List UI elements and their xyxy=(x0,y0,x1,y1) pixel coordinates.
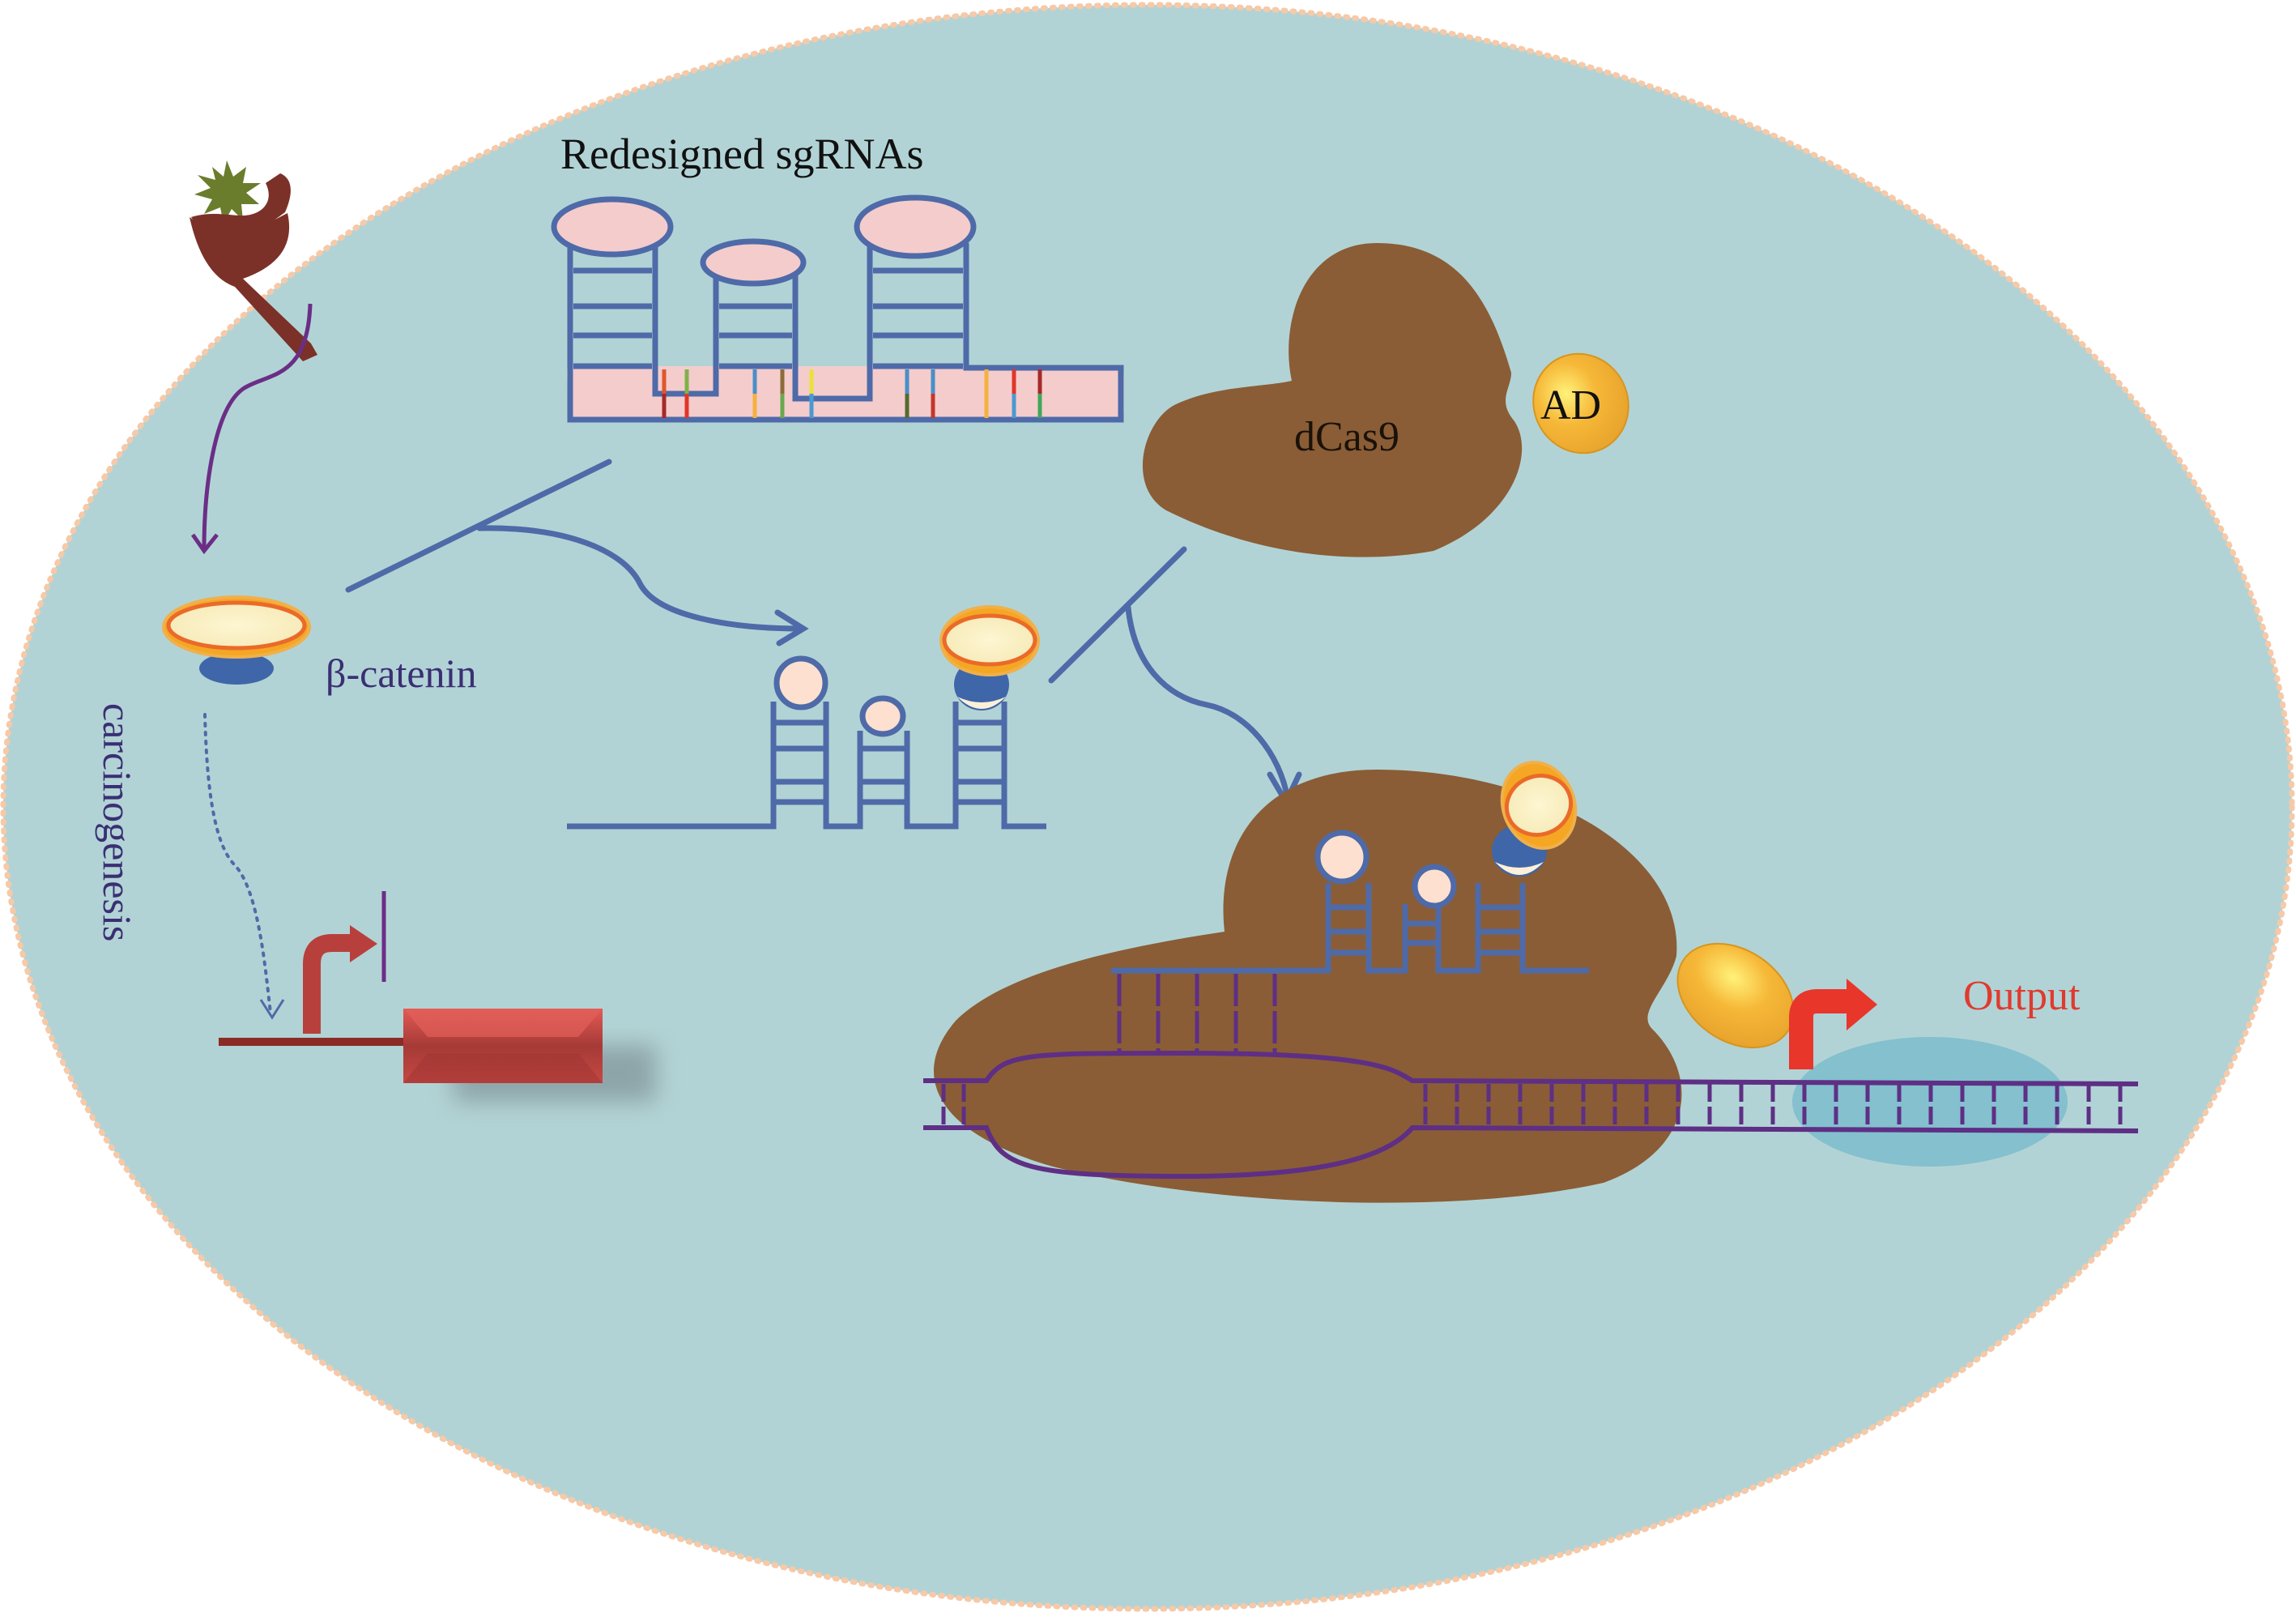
beta-catenin-label: β-catenin xyxy=(326,651,476,696)
gene-block-bevel-bottom xyxy=(403,1053,603,1083)
combine-line-right xyxy=(1048,546,1187,684)
complex-rungs xyxy=(773,719,1004,805)
receptor-group xyxy=(190,160,317,361)
combine-arrow xyxy=(476,525,805,632)
receptor-icon xyxy=(190,213,317,361)
cell-body xyxy=(3,5,2292,1609)
sgrna-mutation-marks xyxy=(662,369,1042,418)
receptor-cup xyxy=(191,173,291,241)
output-label: Output xyxy=(1963,973,2081,1019)
bound-loop-1 xyxy=(1314,830,1370,885)
carcinogenesis-dotted-arrow xyxy=(203,713,272,1014)
complex-strand xyxy=(567,702,1046,830)
promoter-arrowhead xyxy=(350,925,377,962)
catenin-disc-inner xyxy=(166,600,307,651)
sgrna-title: Redesigned sgRNAs xyxy=(560,130,923,178)
gene-block-bevel xyxy=(403,1009,603,1037)
redesigned-sgrna xyxy=(551,194,1124,423)
signal-arrowhead xyxy=(190,533,219,555)
bound-loop-2 xyxy=(1412,864,1457,909)
dcas9-arrow xyxy=(1125,604,1291,802)
rloop-rungs xyxy=(1117,974,1277,1053)
dna-duplex xyxy=(923,967,2139,1180)
promoter-arrow-icon xyxy=(303,934,355,1034)
ligand-icon xyxy=(194,160,261,224)
combine-arrowhead xyxy=(774,609,809,646)
ad-domain-icon xyxy=(1532,352,1629,454)
beta-catenin-left xyxy=(162,595,311,685)
sgrna-loop-2 xyxy=(700,238,807,287)
carcinogenesis-label: carcinogenesis xyxy=(95,703,140,941)
signal-arrow xyxy=(202,303,313,550)
complex-catenin-crescent xyxy=(957,697,1006,709)
dcas9-bound-icon xyxy=(934,770,1682,1203)
catenin-base xyxy=(199,652,274,685)
complex-loop-1 xyxy=(773,655,829,710)
sgrna-catenin-complex xyxy=(567,605,1046,830)
dcas9-dna-complex xyxy=(934,761,1682,1203)
ad-label: AD xyxy=(1540,382,1601,429)
sgrna-loop-3 xyxy=(854,194,977,259)
dcas9-label: dCas9 xyxy=(1294,414,1399,460)
ad-bound-icon xyxy=(1676,942,1795,1049)
sgrna-loop-1 xyxy=(551,196,674,258)
bound-catenin-disc-inner xyxy=(1504,774,1574,837)
carcinogenesis-arrowhead xyxy=(259,999,285,1020)
dna-rungs xyxy=(941,1084,2123,1128)
complex-catenin-disc-inner xyxy=(942,613,1037,667)
output-promoter-arrow-icon xyxy=(1789,989,1856,1069)
dna-bottom-strand xyxy=(923,1124,2139,1180)
oncogene xyxy=(219,891,656,1102)
dcas9-activator: dCas9 AD xyxy=(1142,243,1629,557)
sgrna-rungs xyxy=(573,267,963,369)
dna-top-strand xyxy=(923,1050,2139,1086)
output-promoter-arrowhead xyxy=(1847,979,1877,1030)
complex-loop-2 xyxy=(859,695,906,737)
bound-catenin-crescent xyxy=(1495,862,1544,875)
dcas9-icon xyxy=(1142,243,1523,557)
